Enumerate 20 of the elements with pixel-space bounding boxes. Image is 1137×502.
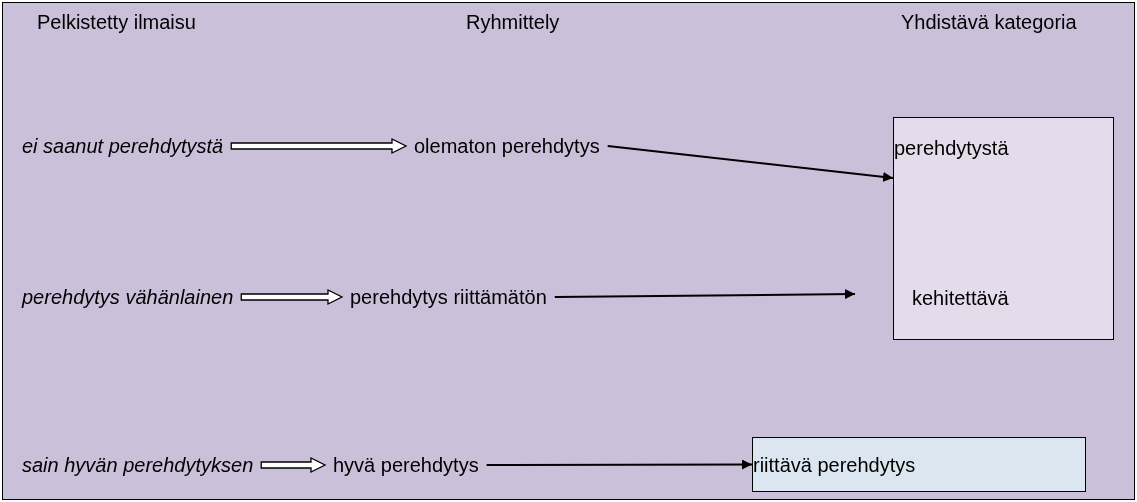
category-text: perehdytystä [894,138,1009,158]
group-label: perehdytys riittämätön [350,287,547,307]
block-arrow [230,137,408,155]
reduced-expression: sain hyvän perehdytyksen [22,455,254,475]
category-box [752,437,1086,492]
group-label: hyvä perehdytys [333,455,479,475]
block-arrow [260,456,327,474]
reduced-expression: perehdytys vähänlainen [22,287,234,307]
group-label: olematon perehdytys [414,136,600,156]
block-arrow [240,288,344,306]
arrow [606,145,894,182]
column-heading: Pelkistetty ilmaisu [37,12,196,32]
reduced-expression: ei saanut perehdytystä [22,136,224,156]
arrow [485,459,753,470]
column-heading: Ryhmittely [466,12,560,32]
category-box [893,117,1114,340]
arrow [553,289,856,300]
category-text: kehitettävä [912,288,1009,308]
column-heading: Yhdistävä kategoria [901,12,1077,32]
category-text: riittävä perehdytys [753,455,916,475]
